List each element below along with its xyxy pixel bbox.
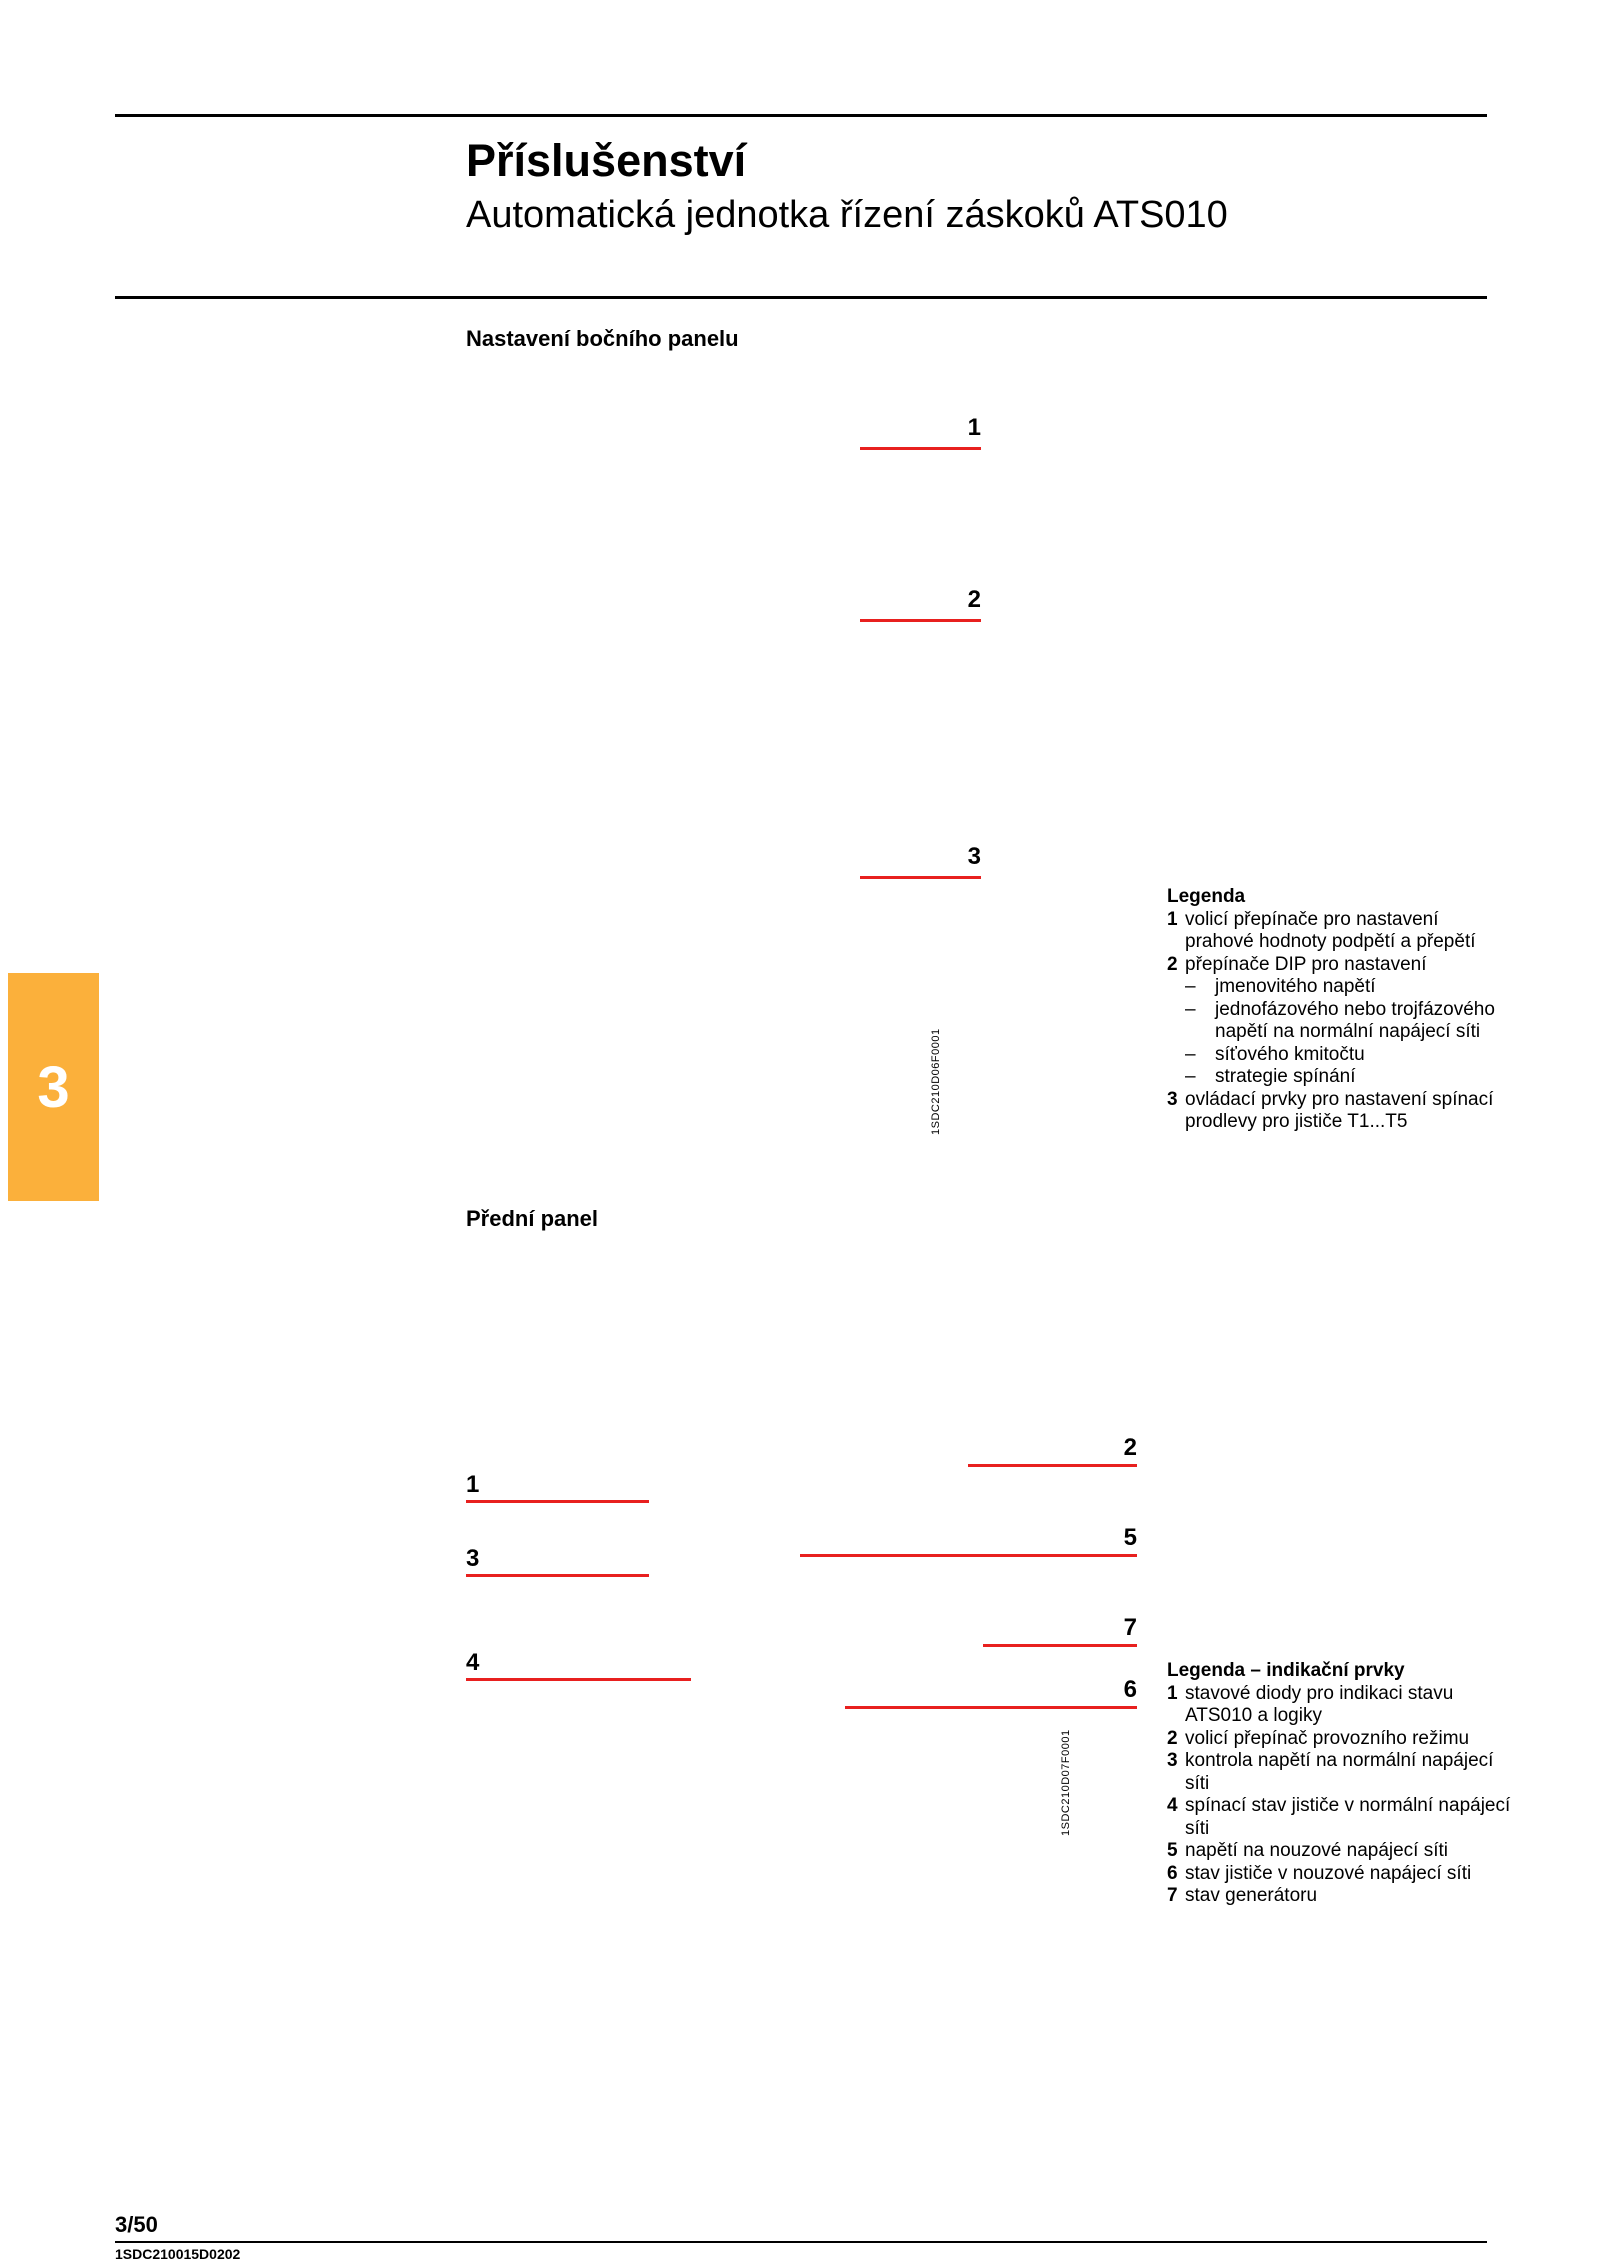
callout-number: 6	[1123, 1676, 1137, 1703]
header-top-rule	[115, 114, 1487, 117]
legend-subtext: strategie spínání	[1215, 1066, 1356, 1087]
callout-line	[466, 1678, 691, 1681]
legend-item: 1 stavové diody pro indikaci stavu ATS01…	[1167, 1683, 1522, 1728]
front-legend: Legenda – indikační prvky 1 stavové diod…	[1167, 1660, 1522, 1908]
legend-subtext: jednofázového nebo trojfázového napětí n…	[1215, 998, 1495, 1043]
legend-text: stav generátoru	[1185, 1885, 1318, 1906]
footer-rule	[115, 2241, 1487, 2243]
callout-number: 1	[466, 1471, 480, 1498]
legend-item: 1 volicí přepínače pro nastavení prahové…	[1167, 909, 1507, 954]
legend-dash: –	[1185, 998, 1196, 1020]
legend-text: kontrola napětí na normální napájecí sít…	[1185, 1750, 1494, 1794]
callout-number: 1	[967, 414, 981, 441]
legend-text: stavové diody pro indikaci stavu ATS010 …	[1185, 1682, 1454, 1727]
legend-number: 4	[1167, 1795, 1178, 1816]
front-callout-3: 3	[466, 1547, 649, 1577]
callout-number: 7	[1123, 1614, 1137, 1641]
legend-text: stav jističe v nouzové napájecí síti	[1185, 1862, 1472, 1884]
legend-item: 4 spínací stav jističe v normální napáje…	[1167, 1795, 1522, 1840]
legend-dash: –	[1185, 976, 1196, 997]
legend-number: 3	[1167, 1088, 1178, 1110]
front-panel-heading: Přední panel	[466, 1206, 599, 1231]
legend-heading: Legenda	[1167, 886, 1246, 907]
legend-number: 2	[1167, 953, 1178, 975]
legend-number: 1	[1167, 908, 1178, 930]
side-callout-2: 2	[860, 584, 981, 622]
legend-number: 2	[1167, 1727, 1178, 1749]
side-figure-code: 1SDC210D06F0001	[930, 1028, 942, 1135]
legend-subitem: – strategie spínání	[1167, 1066, 1507, 1089]
callout-number: 2	[967, 586, 981, 613]
side-callout-1: 1	[860, 412, 981, 450]
page-subtitle: Automatická jednotka řízení záskoků ATS0…	[466, 194, 1228, 236]
front-callout-2: 2	[968, 1436, 1137, 1467]
legend-number: 7	[1167, 1885, 1178, 1906]
front-figure-code: 1SDC210D07F0001	[1060, 1729, 1072, 1836]
legend-dash: –	[1185, 1043, 1196, 1065]
callout-line	[466, 1500, 649, 1503]
legend-item: 2 volicí přepínač provozního režimu	[1167, 1728, 1522, 1751]
legend-number: 3	[1167, 1750, 1178, 1771]
page-title: Příslušenství	[466, 135, 747, 186]
header-bottom-rule	[115, 296, 1487, 299]
front-callout-6: 6	[845, 1678, 1137, 1709]
legend-text: volicí přepínač provozního režimu	[1185, 1727, 1470, 1749]
callout-number: 2	[1123, 1434, 1137, 1461]
legend-subtext: jmenovitého napětí	[1215, 976, 1376, 997]
legend-number: 5	[1167, 1840, 1178, 1861]
front-callout-7: 7	[983, 1616, 1137, 1647]
legend-subitem: – jednofázového nebo trojfázového napětí…	[1167, 999, 1507, 1044]
legend-subitem: – síťového kmitočtu	[1167, 1044, 1507, 1067]
legend-subtext: síťového kmitočtu	[1215, 1043, 1365, 1065]
legend-item: 5 napětí na nouzové napájecí síti	[1167, 1840, 1522, 1863]
legend-item: 2 přepínače DIP pro nastavení	[1167, 954, 1507, 977]
callout-line	[466, 1574, 649, 1577]
side-panel-heading: Nastavení bočního panelu	[466, 326, 739, 351]
legend-text: volicí přepínače pro nastavení prahové h…	[1185, 908, 1476, 953]
chapter-tab[interactable]: 3	[8, 973, 99, 1201]
callout-line	[860, 876, 981, 879]
front-callout-1: 1	[466, 1473, 649, 1503]
callout-line	[800, 1554, 1137, 1557]
callout-line	[860, 447, 981, 450]
front-callout-5: 5	[800, 1526, 1137, 1557]
legend-heading: Legenda – indikační prvky	[1167, 1660, 1405, 1681]
callout-number: 3	[466, 1545, 480, 1572]
callout-line	[860, 619, 981, 622]
callout-line	[968, 1464, 1137, 1467]
legend-text: ovládací prvky pro nastavení spínací pro…	[1185, 1088, 1494, 1133]
callout-line	[983, 1644, 1137, 1647]
legend-item: 7 stav generátoru	[1167, 1885, 1522, 1908]
callout-number: 5	[1123, 1524, 1137, 1551]
legend-dash: –	[1185, 1066, 1196, 1087]
legend-text: přepínače DIP pro nastavení	[1185, 953, 1427, 975]
document-code: 1SDC210015D0202	[115, 2246, 241, 2262]
legend-item: 3 kontrola napětí na normální napájecí s…	[1167, 1750, 1522, 1795]
callout-number: 4	[466, 1649, 480, 1676]
legend-number: 6	[1167, 1862, 1178, 1884]
front-callout-4: 4	[466, 1651, 691, 1681]
legend-subitem: – jmenovitého napětí	[1167, 976, 1507, 999]
callout-line	[845, 1706, 1137, 1709]
side-callout-3: 3	[860, 841, 981, 879]
callout-number: 3	[967, 843, 981, 870]
legend-item: 3 ovládací prvky pro nastavení spínací p…	[1167, 1089, 1507, 1134]
legend-item: 6 stav jističe v nouzové napájecí síti	[1167, 1863, 1522, 1886]
side-legend: Legenda 1 volicí přepínače pro nastavení…	[1167, 886, 1507, 1134]
legend-text: napětí na nouzové napájecí síti	[1185, 1840, 1449, 1861]
page-number: 3/50	[115, 2212, 158, 2237]
legend-number: 1	[1167, 1682, 1178, 1704]
legend-text: spínací stav jističe v normální napájecí…	[1185, 1795, 1511, 1839]
